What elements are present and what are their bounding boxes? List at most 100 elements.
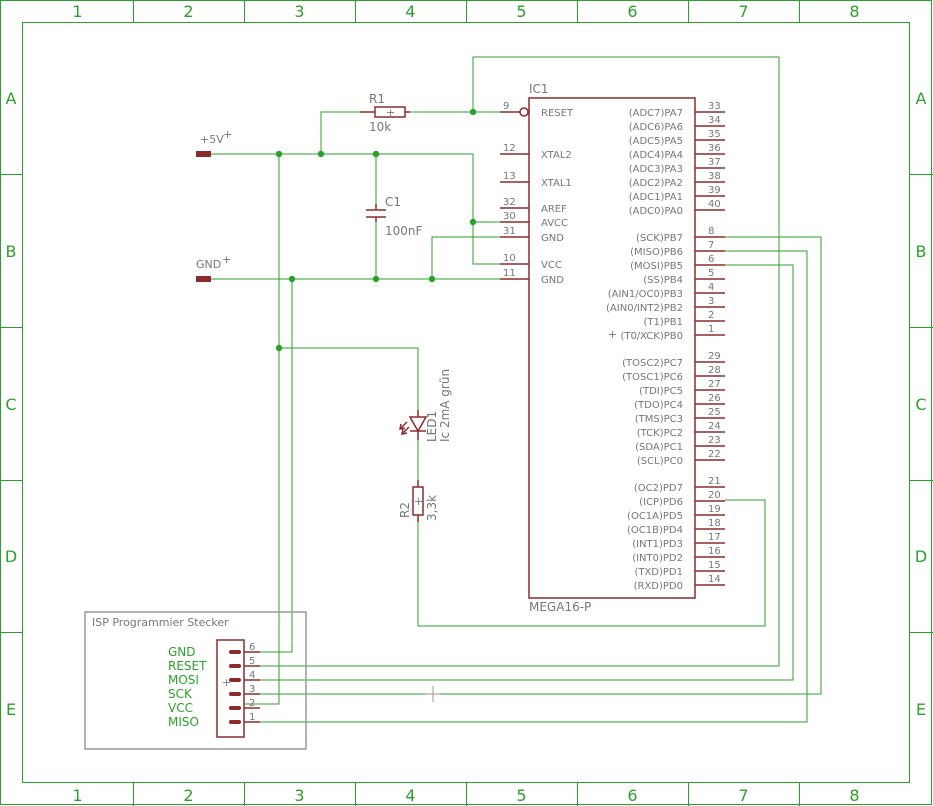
ic-right-pin-number: 8 bbox=[708, 226, 714, 237]
ic-right-pin-name: (SS)PB4 bbox=[643, 275, 683, 286]
ic-right-pin-number: 1 bbox=[708, 324, 714, 335]
ic-right-pin-number: 40 bbox=[708, 199, 721, 210]
isp-pin-number: 2 bbox=[249, 698, 255, 709]
ic-left-pin-number: 12 bbox=[503, 143, 516, 154]
ic-right-pin-number: 18 bbox=[708, 518, 721, 529]
frame-col-label-bottom: 4 bbox=[405, 786, 415, 805]
frame-col-label-bottom: 5 bbox=[516, 786, 526, 805]
isp-title: ISP Programmier Stecker bbox=[92, 616, 229, 629]
ic-left-pin-name: XTAL1 bbox=[541, 178, 572, 189]
r2-ref: R2 bbox=[398, 502, 412, 518]
isp-pin-number: 4 bbox=[249, 670, 255, 681]
isp-pin-contact bbox=[229, 720, 241, 724]
isp-signal-label: MISO bbox=[168, 715, 199, 729]
ic-left-pin-name: GND bbox=[541, 233, 564, 244]
ic-right-pin-number: 37 bbox=[708, 157, 721, 168]
frame-row-label-right: A bbox=[916, 89, 927, 108]
frame-col-label-top: 6 bbox=[627, 2, 637, 21]
ic-right-pin-name: (MOSI)PB5 bbox=[630, 261, 683, 272]
ic-right-pin-number: 38 bbox=[708, 171, 721, 182]
frame-col-label-top: 4 bbox=[405, 2, 415, 21]
ic-right-pin-name: (MISO)PB6 bbox=[630, 247, 683, 258]
ic-right-pin-number: 14 bbox=[708, 574, 721, 585]
svg-text:+: + bbox=[414, 495, 423, 508]
c1-value: 100nF bbox=[385, 224, 423, 238]
led-d1: LED1 Ic 2mA grün bbox=[399, 369, 452, 442]
ic-right-pin-number: 23 bbox=[708, 435, 721, 446]
ic-right-pin-name: (TCK)PC2 bbox=[637, 428, 683, 439]
ic-left-pin-number: 9 bbox=[503, 101, 509, 112]
ic-right-pin-number: 7 bbox=[708, 240, 714, 251]
ic-left-pin-number: 10 bbox=[503, 253, 516, 264]
r2-value: 3,3k bbox=[425, 495, 439, 521]
ic-right-pin-number: 17 bbox=[708, 532, 721, 543]
ic-right-pin-name: (ADC5)PA5 bbox=[629, 136, 683, 147]
ic-right-pin-number: 29 bbox=[708, 351, 721, 362]
ic-right-pin-number: 36 bbox=[708, 143, 721, 154]
ic-right-pin-name: (INT0)PD2 bbox=[632, 553, 683, 564]
frame-row-label-right: B bbox=[916, 242, 927, 261]
ic-right-pin-number: 5 bbox=[708, 268, 714, 279]
c1-ref: C1 bbox=[385, 195, 401, 209]
svg-text:+: + bbox=[223, 128, 232, 141]
ic-right-pin-number: 19 bbox=[708, 504, 721, 515]
ic-right-pin-number: 34 bbox=[708, 115, 721, 126]
ic-right-pin-name: (OC2)PD7 bbox=[634, 483, 683, 494]
frame-row-label-right: D bbox=[915, 547, 927, 566]
frame-col-label-bottom: 6 bbox=[627, 786, 637, 805]
frame-row-label-left: E bbox=[6, 700, 16, 719]
led-ref: LED1 bbox=[425, 411, 439, 442]
junctions bbox=[275, 108, 477, 352]
ic-right-pin-name: (ADC0)PA0 bbox=[629, 206, 683, 217]
isp-pin-number: 1 bbox=[249, 712, 255, 723]
frame-row-label-right: E bbox=[916, 700, 926, 719]
isp-pin-number: 6 bbox=[249, 642, 255, 653]
ic-right-pin-number: 27 bbox=[708, 379, 721, 390]
frame-col-label-bottom: 1 bbox=[72, 786, 82, 805]
wires bbox=[210, 56, 822, 723]
ic-right-pin-name: (T0/XCK)PB0 bbox=[620, 331, 683, 342]
frame-row-label-left: A bbox=[6, 89, 17, 108]
ic-left-pin-name: AVCC bbox=[541, 218, 568, 229]
ic-left-pin-number: 31 bbox=[503, 226, 516, 237]
gnd-label: GND bbox=[196, 258, 221, 271]
ic-right-pin-name: (TDI)PC5 bbox=[639, 386, 683, 397]
ic-left-pin-name: GND bbox=[541, 275, 564, 286]
isp-pin-contact bbox=[229, 692, 241, 696]
r1-ref: R1 bbox=[369, 92, 385, 106]
frame-col-label-bottom: 8 bbox=[849, 786, 859, 805]
frame-row-label-right: C bbox=[915, 395, 926, 414]
ic-left-pin-number: 30 bbox=[503, 211, 516, 222]
isp-pin-contact bbox=[229, 650, 241, 654]
ic-right-pin-name: (OC1A)PD5 bbox=[627, 511, 683, 522]
frame-col-label-top: 2 bbox=[183, 2, 193, 21]
ic-left-pin-name: VCC bbox=[541, 260, 562, 271]
ic-right-pin-number: 15 bbox=[708, 560, 721, 571]
ic-right-pin-name: (T1)PB1 bbox=[643, 317, 683, 328]
ic-right-pin-number: 26 bbox=[708, 393, 721, 404]
ic-right-pin-number: 21 bbox=[708, 476, 721, 487]
svg-text:+: + bbox=[386, 106, 395, 119]
ic-right-pin-number: 35 bbox=[708, 129, 721, 140]
frame-col-label-top: 1 bbox=[72, 2, 82, 21]
ic-right-pin-name: (RXD)PD0 bbox=[634, 581, 683, 592]
isp-pin-contact bbox=[229, 678, 241, 682]
frame-col-label-bottom: 2 bbox=[183, 786, 193, 805]
ic-right-pin-name: (TXD)PD1 bbox=[634, 567, 683, 578]
isp-pin-contact bbox=[229, 706, 241, 710]
ic-right-pin-name: (ICP)PD6 bbox=[639, 497, 683, 508]
ic-right-pin-name: (SCL)PC0 bbox=[637, 456, 683, 467]
frame-col-label-top: 5 bbox=[516, 2, 526, 21]
svg-text:+: + bbox=[222, 676, 231, 689]
ic-right-pin-name: (AIN0/INT2)PB2 bbox=[606, 303, 683, 314]
frame-row-label-left: C bbox=[5, 395, 16, 414]
ic-left-pin-number: 13 bbox=[503, 171, 516, 182]
ic-right-pin-number: 28 bbox=[708, 365, 721, 376]
ic-left-pin-name: AREF bbox=[541, 204, 567, 215]
vcc-supply: +5V + bbox=[196, 128, 232, 157]
frame-col-label-top: 3 bbox=[294, 2, 304, 21]
ic-right-pin-number: 33 bbox=[708, 101, 721, 112]
ic-right-pin-name: (AIN1/OC0)PB3 bbox=[608, 289, 683, 300]
